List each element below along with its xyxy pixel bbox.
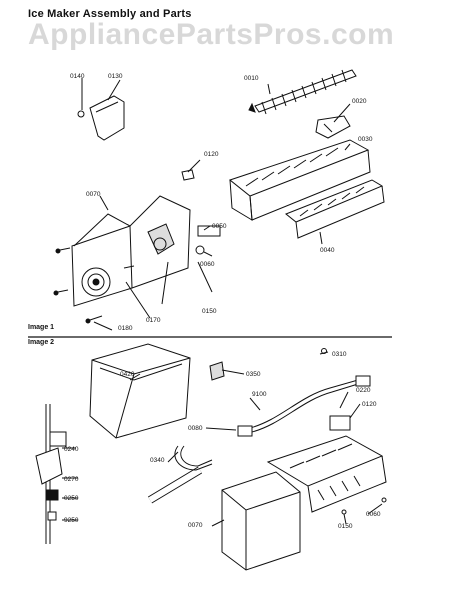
bracket-0130 — [89, 95, 125, 141]
mold-0030 — [228, 139, 371, 221]
screw-0150 — [341, 509, 347, 515]
label-0340: 0340 — [150, 457, 165, 464]
screw-0060 — [381, 497, 387, 503]
shutoff-assembly — [35, 404, 67, 544]
shaft-assembly-0010 — [248, 69, 357, 115]
label-0060-a: 0060 — [200, 261, 215, 268]
label-0030: 0030 — [358, 136, 373, 143]
section-label-image1: Image 1 — [28, 324, 55, 331]
section-label-image2: Image 2 — [28, 339, 55, 346]
label-0130: 0130 — [108, 73, 123, 80]
label-0010: 0010 — [244, 75, 259, 82]
label-0350: 0350 — [246, 371, 261, 378]
front-cover-0070 — [221, 471, 301, 571]
label-0080: 0080 — [188, 425, 203, 432]
label-0220: 0220 — [356, 387, 371, 394]
label-0070-b: 0070 — [188, 522, 203, 529]
screw-0140 — [77, 110, 85, 118]
label-0060-b: 0060 — [366, 511, 381, 518]
label-0240: 0240 — [64, 446, 79, 453]
label-0170: 0170 — [146, 317, 161, 324]
gear-0060 — [195, 245, 205, 255]
clip-0350 — [209, 361, 225, 381]
diagram-title: Ice Maker Assembly and Parts — [28, 8, 192, 20]
stripper-0020 — [315, 115, 351, 139]
harness-9100 — [237, 375, 371, 437]
screws-0180 — [53, 247, 135, 324]
label-0120-b: 0120 — [362, 401, 377, 408]
icemaker-unit-image2 — [266, 415, 387, 513]
ice-bin-0420 — [89, 343, 191, 439]
label-0180: 0180 — [118, 325, 133, 332]
label-0420: 0420 — [120, 371, 135, 378]
label-0040: 0040 — [320, 247, 335, 254]
motor-0050 — [197, 225, 221, 237]
label-0020: 0020 — [352, 98, 367, 105]
fill-tube-0340 — [147, 445, 213, 504]
label-0050: 0050 — [212, 223, 227, 230]
label-0140: 0140 — [70, 73, 85, 80]
label-0250: 0250 — [64, 495, 79, 502]
label-0150-b: 0150 — [338, 523, 353, 530]
label-9100: 9100 — [252, 391, 267, 398]
label-0070-a: 0070 — [86, 191, 101, 198]
label-0120-a: 0120 — [204, 151, 219, 158]
label-0310: 0310 — [332, 351, 347, 358]
label-9250: 9250 — [64, 517, 79, 524]
watermark-text: AppliancePartsPros.com — [28, 18, 395, 51]
control-housing-0070 — [71, 195, 191, 307]
label-0270: 0270 — [64, 476, 79, 483]
heater-0040 — [285, 179, 385, 239]
label-0150-a: 0150 — [202, 308, 217, 315]
